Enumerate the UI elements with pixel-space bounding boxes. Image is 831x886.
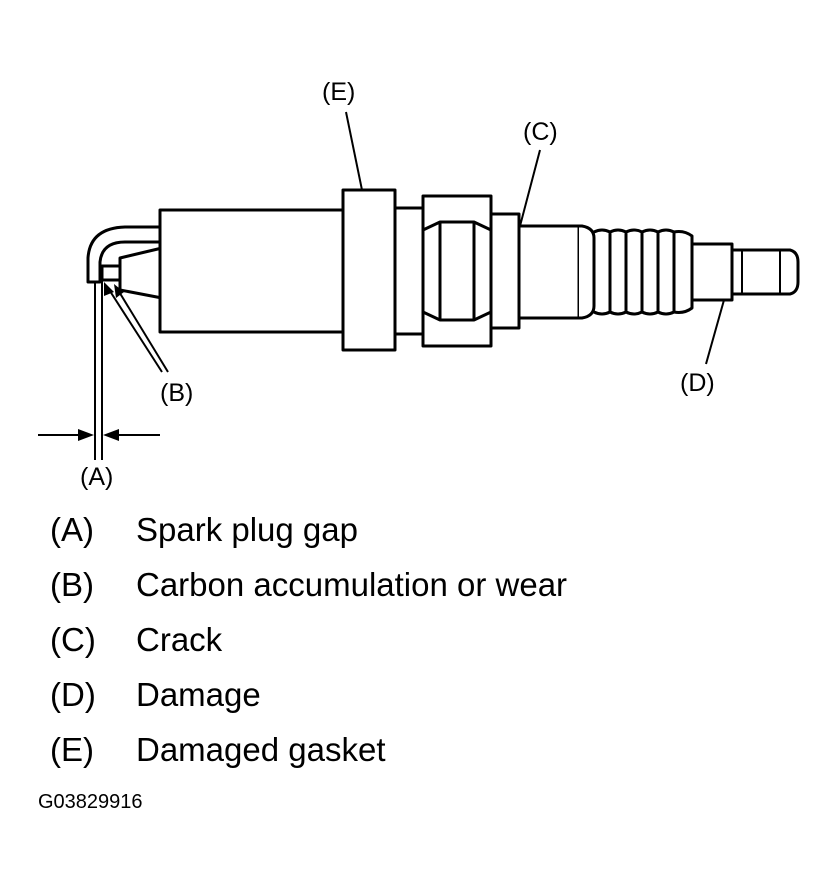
- callout-a: (A): [80, 463, 113, 491]
- leader-b-arrow-2: [114, 284, 124, 298]
- insulator-body: [517, 224, 581, 320]
- legend-text: Damage: [136, 675, 261, 713]
- legend-row: (A) Spark plug gap: [50, 502, 810, 557]
- insulator-ribs: [577, 224, 694, 320]
- spark-plug-diagram: (E) (C) (B) (D) (A): [38, 78, 800, 491]
- leader-b-2: [117, 289, 169, 373]
- callout-e: (E): [322, 78, 355, 106]
- legend-row: (D) Damage: [50, 667, 810, 722]
- leader-d: [705, 299, 725, 365]
- gasket: [341, 188, 397, 352]
- legend-key: (A): [50, 510, 94, 548]
- center-electrode: [100, 264, 122, 282]
- legend-key: (C): [50, 620, 96, 658]
- legend-row: (C) Crack: [50, 612, 810, 667]
- hex-nut: [421, 194, 493, 348]
- gap-arrow-left-head: [78, 429, 94, 441]
- legend-key: (B): [50, 565, 94, 603]
- terminal-nut: [730, 248, 800, 296]
- legend-text: Spark plug gap: [136, 510, 358, 548]
- terminal-stem: [690, 242, 734, 302]
- shell-neck: [393, 206, 425, 336]
- callout-b: (B): [160, 379, 193, 407]
- legend-key: (E): [50, 730, 94, 768]
- threaded-shell: [158, 208, 347, 334]
- gap-arrow-right-head: [103, 429, 119, 441]
- leader-b-1: [107, 287, 163, 373]
- legend-text: Damaged gasket: [136, 730, 386, 768]
- legend-text: Carbon accumulation or wear: [136, 565, 568, 603]
- legend-row: (B) Carbon accumulation or wear: [50, 557, 810, 612]
- hex-collar: [489, 212, 521, 330]
- leader-e: [345, 111, 363, 191]
- leader-c: [519, 149, 541, 227]
- hex-facet: [421, 220, 493, 322]
- callout-d: (D): [680, 369, 715, 397]
- legend: (A) Spark plug gap (B) Carbon accumulati…: [50, 502, 810, 777]
- callout-c: (C): [523, 118, 558, 146]
- insulator-nose: [118, 246, 164, 300]
- legend-row: (E) Damaged gasket: [50, 722, 810, 777]
- figure-id: G03829916: [38, 791, 143, 813]
- legend-text: Crack: [136, 620, 223, 658]
- leader-b-arrow-1: [104, 282, 114, 296]
- legend-key: (D): [50, 675, 96, 713]
